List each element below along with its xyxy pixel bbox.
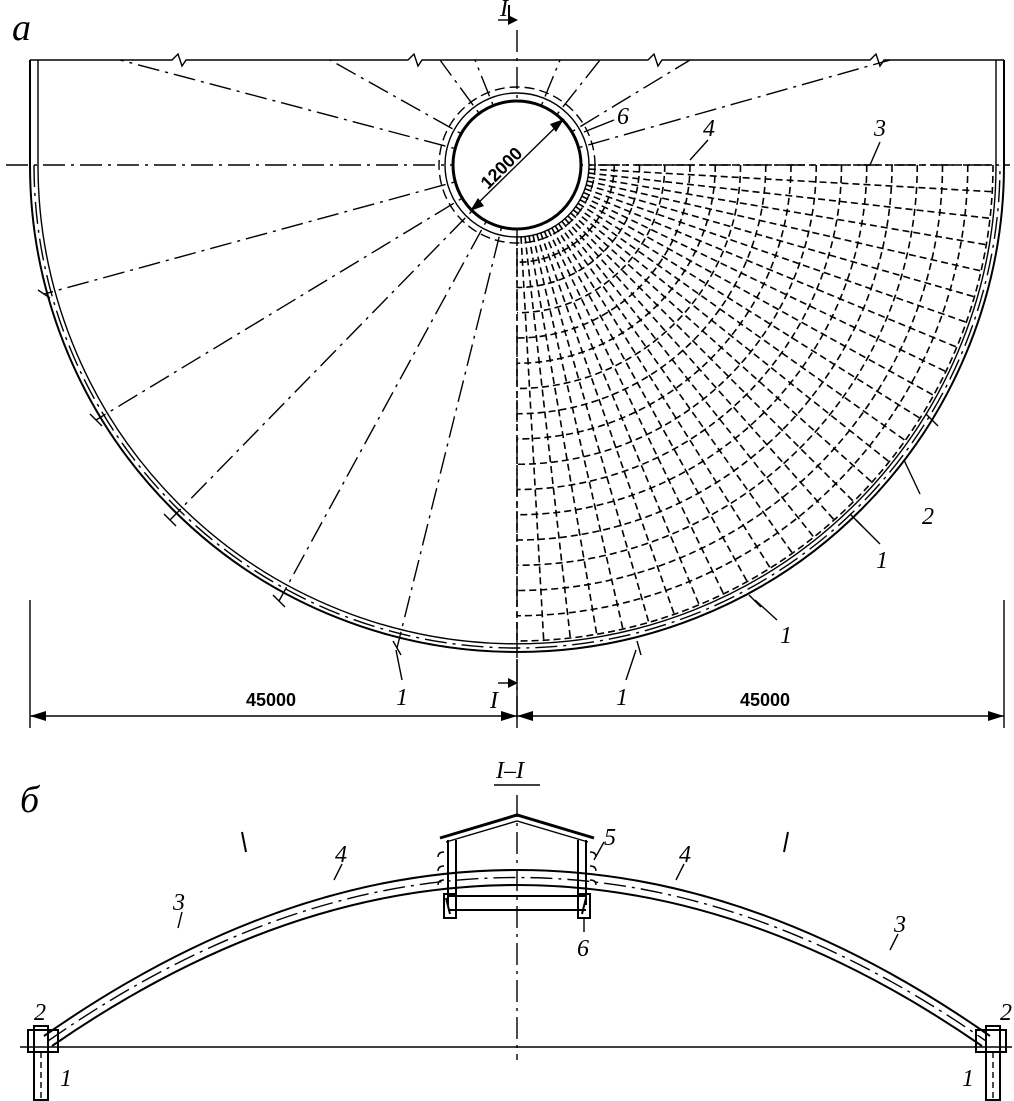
panel-rib-line [567,215,855,503]
panel-rib-line [585,184,975,298]
label-3-right: 3 [893,912,906,938]
panel-ring-line [516,164,843,491]
section-callouts: 5 4 4 3 3 6 2 2 1 1 [34,825,1012,1092]
panel-rib-line [543,231,700,606]
dim-left-label: 45000 [246,690,296,710]
label-4-right: 4 [679,842,691,868]
label-6-section: 6 [577,936,589,962]
label-2-left: 2 [34,1000,46,1026]
label-3: 3 [873,116,886,142]
panel-rib-line [584,188,967,323]
panel-grid [516,164,994,642]
label-4-left: 4 [335,842,347,868]
right-support [975,1025,1007,1101]
left-support [27,1025,59,1101]
section-mark-top: I [498,0,518,25]
panel-rib-line [588,168,993,193]
panel-rib-line [577,202,921,419]
view-a-letter: а [12,7,31,49]
label-1-d: 1 [396,685,408,711]
panel-rib-line [564,218,835,521]
label-2-right: 2 [1000,1000,1012,1026]
panel-ring-line [516,164,666,314]
lantern [439,813,595,919]
panel-ring-line [516,164,616,264]
view-b-letter: б [20,779,41,821]
section-view: б I–I [20,758,1012,1101]
label-4: 4 [703,116,715,142]
panel-ring-line [516,164,893,541]
panel-rib-line [524,236,572,639]
panel-ring-line [516,164,868,516]
section-title: I–I [495,758,525,784]
panel-ring-line [516,164,919,567]
panel-rib-line [554,225,771,569]
panel-rib-line [583,191,958,348]
panel-rib-line [532,235,624,630]
dome-arc-upper [43,869,991,1037]
panel-rib-line [528,235,598,635]
label-6: 6 [617,104,629,130]
label-1-b: 1 [780,623,792,649]
top-break-line [30,52,1004,68]
panel-rib-line [588,172,991,220]
panel-ring-line [516,164,742,390]
plan-view: а [6,0,1010,728]
panel-rib-line [551,227,748,582]
dim-right-label: 45000 [740,690,790,710]
panel-rib-line [561,220,815,538]
panel-rib-line [558,223,794,554]
panel-rib-line [520,236,545,641]
panel-ring-line [516,164,944,592]
arc-joints [241,831,789,915]
label-3-left: 3 [172,890,185,916]
panel-rib-line [570,212,873,483]
dome-arc-lower [51,884,983,1047]
label-1-a: 1 [876,548,888,574]
overall-dimension: 45000 45000 [29,600,1005,728]
panel-ring-line [516,164,818,466]
panel-rib-line [587,176,987,246]
label-1-left: 1 [60,1066,72,1092]
label-5: 5 [604,825,616,851]
panel-rib-line [547,229,725,595]
panel-rib-line [572,209,890,463]
panel-rib-line [587,180,982,272]
label-2: 2 [922,504,934,530]
panel-rib-line [536,233,650,623]
panel-ring-line [516,164,994,642]
label-1-right: 1 [962,1066,974,1092]
panel-ring-line [516,164,641,289]
panel-rib-line [581,195,947,373]
panel-rib-line [540,232,675,615]
panel-rib-line [575,206,906,442]
section-label-top: I [499,0,509,22]
section-label-bottom: I [489,688,499,714]
label-1-c: 1 [616,685,628,711]
section-mark-bottom: I [489,678,518,714]
plan-callouts: 6 4 3 2 1 1 1 1 [395,104,934,711]
dome-arc-axis [47,876,987,1042]
panel-rib-line [579,199,934,396]
